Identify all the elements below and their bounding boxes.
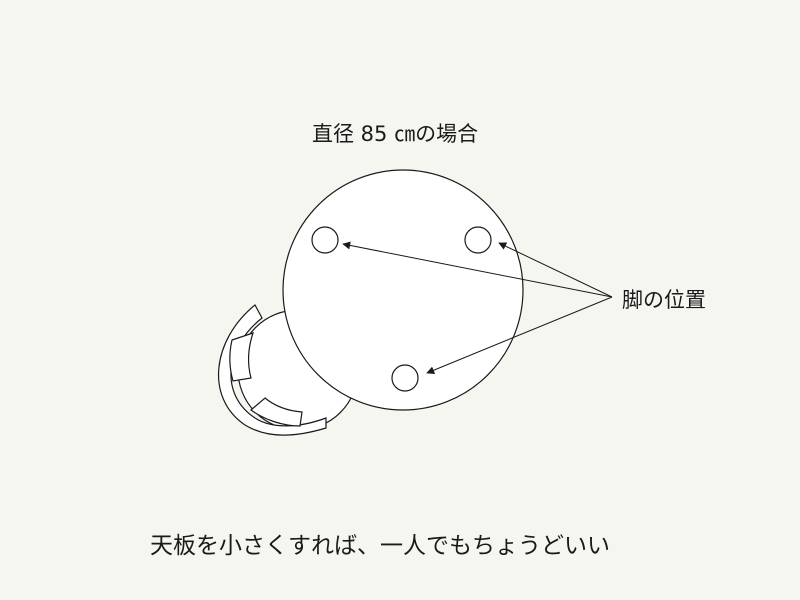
leg-position-label: 脚の位置 [622, 288, 706, 312]
chair-backrest [217, 304, 327, 436]
leader-arrows [342, 241, 613, 374]
table-leg-right [464, 226, 492, 254]
arrow-to-bottom-leg [426, 296, 613, 374]
table-leg-bottom [391, 364, 419, 392]
chair-slot-lower [250, 397, 303, 427]
arrow-to-left-leg [342, 241, 613, 298]
table-top [282, 169, 524, 411]
diagram-caption: 天板を小さくすれば、一人でもちょうどいい [150, 533, 610, 559]
arrow-to-right-leg [498, 242, 613, 298]
diagram-title: 直径 85 ㎝の場合 [312, 122, 479, 146]
chair-slot-upper [229, 332, 254, 382]
table-leg-left [311, 226, 339, 254]
